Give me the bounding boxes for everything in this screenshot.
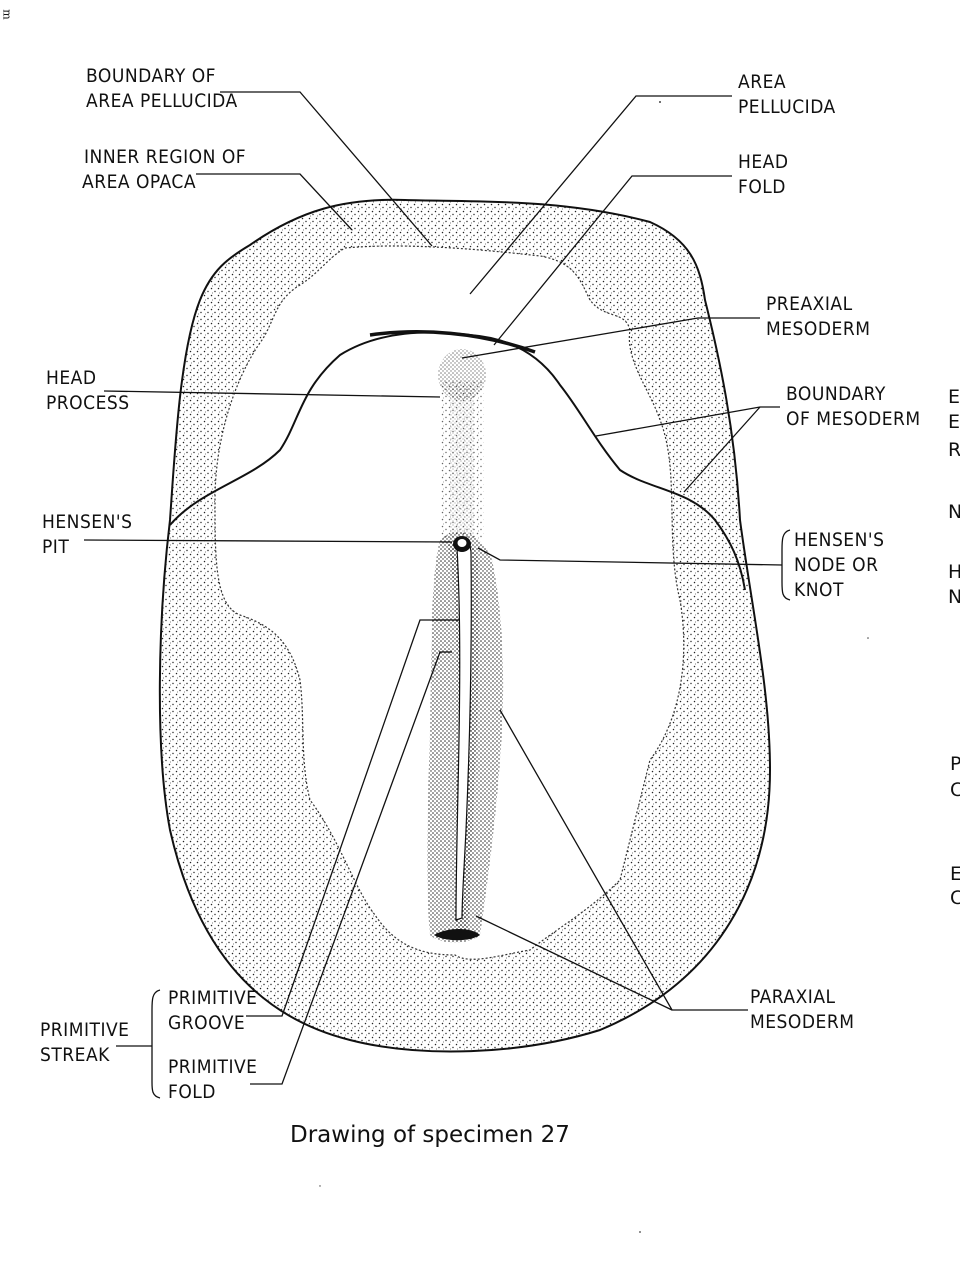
label-primitive-streak: PRIMITIVE STREAK (40, 1018, 129, 1068)
label-line: BOUNDARY (786, 383, 886, 405)
label-line: NODE OR (794, 554, 879, 576)
label-line: AREA (738, 71, 787, 93)
label-line: HEAD (46, 367, 97, 389)
label-hensens-node: HENSEN'S NODE OR KNOT (794, 528, 884, 603)
leader-lines (83, 91, 791, 1099)
label-line: PIT (42, 536, 70, 558)
label-primitive-groove: PRIMITIVE GROOVE (168, 986, 257, 1036)
label-line: AREA PELLUCIDA (86, 90, 238, 112)
label-line: OF MESODERM (786, 408, 921, 430)
label-preaxial-mesoderm: PREAXIAL MESODERM (766, 292, 870, 342)
label-head-fold: HEAD FOLD (738, 150, 789, 200)
specks (319, 101, 869, 1233)
label-line: HEAD (738, 151, 789, 173)
head-fold-line (369, 330, 536, 354)
label-paraxial-mesoderm: PARAXIAL MESODERM (750, 985, 854, 1035)
edge-fragment: C (950, 779, 960, 801)
label-line: PARAXIAL (750, 986, 836, 1008)
head-process (438, 349, 486, 540)
label-line: GROOVE (168, 1012, 246, 1034)
label-line: PRIMITIVE (40, 1019, 130, 1041)
label-line: FOLD (168, 1081, 216, 1103)
label-line: INNER REGION OF (84, 146, 247, 168)
edge-fragment: P (950, 753, 960, 775)
label-line: PRIMITIVE (168, 1056, 258, 1078)
label-head-process: HEAD PROCESS (46, 366, 130, 416)
primitive-streak (427, 531, 504, 943)
label-line: AREA OPACA (82, 171, 197, 193)
edge-fragment: E (948, 411, 960, 433)
label-inner-region-area-opaca: INNER REGION OF AREA OPACA (82, 145, 247, 195)
edge-fragment: C (950, 887, 960, 909)
label-line: FOLD (738, 176, 786, 198)
edge-fragment: E (950, 863, 960, 885)
label-hensens-pit: HENSEN'S PIT (42, 510, 132, 560)
label-primitive-fold: PRIMITIVE FOLD (168, 1055, 257, 1105)
label-line: STREAK (40, 1044, 110, 1066)
edge-fragment: R (948, 439, 960, 461)
corner-mark: m (0, 9, 14, 20)
label-line: HENSEN'S (42, 511, 133, 533)
label-line: HENSEN'S (794, 529, 885, 551)
label-boundary-of-mesoderm: BOUNDARY OF MESODERM (786, 382, 921, 432)
label-line: MESODERM (750, 1011, 855, 1033)
label-line: BOUNDARY OF (86, 65, 216, 87)
edge-fragment: H (948, 561, 960, 583)
label-line: PRIMITIVE (168, 987, 258, 1009)
figure-caption: Drawing of specimen 27 (290, 1122, 570, 1148)
edge-fragment: N (948, 501, 960, 523)
label-line: PREAXIAL (766, 293, 853, 315)
edge-fragment: N (948, 586, 960, 608)
label-line: PROCESS (46, 392, 130, 414)
edge-fragment: E (948, 386, 960, 408)
label-boundary-area-pellucida: BOUNDARY OF AREA PELLUCIDA (86, 64, 238, 114)
label-line: PELLUCIDA (738, 96, 836, 118)
label-line: MESODERM (766, 318, 871, 340)
label-line: KNOT (794, 579, 844, 601)
label-area-pellucida: AREA PELLUCIDA (738, 70, 836, 120)
